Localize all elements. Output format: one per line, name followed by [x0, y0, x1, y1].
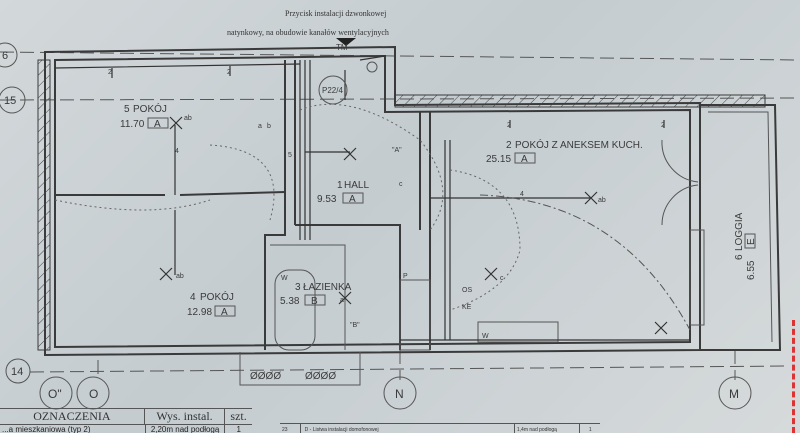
svg-text:1: 1: [337, 180, 343, 191]
wiring: [54, 55, 691, 341]
svg-text:POKÓJ: POKÓJ: [200, 290, 234, 303]
pointer-triangle-icon: [336, 38, 356, 46]
svg-text:6: 6: [734, 254, 745, 260]
svg-text:2: 2: [506, 140, 512, 151]
svg-text:LOGGIA: LOGGIA: [734, 212, 745, 251]
svg-text:OS: OS: [462, 287, 472, 294]
svg-text:4: 4: [190, 292, 196, 303]
svg-text:5.38: 5.38: [280, 296, 300, 307]
svg-text:"A": "A": [392, 147, 402, 154]
tm-label: TM: [336, 43, 348, 52]
svg-text:4: 4: [520, 191, 524, 198]
svg-text:ØØØØ: ØØØØ: [250, 371, 281, 382]
svg-text:O": O": [48, 387, 62, 401]
annotation-line1: Przycisk instalacji dzwonkowej: [285, 9, 386, 18]
red-edge-marks: [792, 320, 800, 433]
svg-text:15: 15: [4, 95, 16, 107]
legend-row-qty: 1: [236, 425, 241, 433]
legend-title: OZNACZENIA: [0, 409, 145, 424]
legend-row: ...a mieszkaniowa (typ 2) 2,20m nad podł…: [0, 425, 252, 433]
svg-text:2: 2: [507, 122, 511, 129]
svg-text:11.70: 11.70: [120, 119, 145, 130]
svg-text:ab: ab: [184, 115, 192, 122]
svg-text:W: W: [281, 275, 288, 282]
svg-text:POKÓJ: POKÓJ: [133, 102, 167, 115]
panel-circle: [318, 75, 348, 105]
svg-text:2: 2: [661, 122, 665, 129]
legend-row-desc: ...a mieszkaniowa (typ 2): [0, 425, 146, 433]
svg-text:c: c: [399, 181, 403, 188]
svg-text:2: 2: [108, 69, 112, 76]
svg-text:ab: ab: [176, 273, 184, 280]
svg-text:9.53: 9.53: [317, 194, 337, 205]
legend-table-right: 23 D - Listwa instalacji domofonowej 1,4…: [280, 423, 600, 433]
svg-text:POKÓJ Z ANEKSEM KUCH.: POKÓJ Z ANEKSEM KUCH.: [515, 138, 643, 151]
svg-text:A: A: [221, 307, 228, 318]
svg-text:E: E: [746, 238, 757, 245]
svg-text:N: N: [395, 387, 404, 401]
svg-text:W: W: [482, 333, 489, 340]
markers: "A" "B" OS KE W W P 4 4 5 ab ab ab a a b…: [108, 69, 665, 340]
svg-text:B: B: [311, 296, 318, 307]
grid-row-labels: 6 15 14: [0, 42, 31, 384]
svg-text:HALL: HALL: [344, 180, 369, 191]
svg-text:"B": "B": [350, 322, 360, 329]
svg-text:25.15: 25.15: [486, 154, 511, 165]
svg-text:5: 5: [124, 104, 130, 115]
legend-col-height: Wys. instal.: [145, 409, 226, 424]
room-6-loggia: 6 LOGGIA 6.55 E: [734, 212, 757, 280]
legend-table: OZNACZENIA Wys. instal. szt. ...a mieszk…: [0, 408, 252, 433]
svg-text:A: A: [154, 119, 161, 130]
legend-row-height: 2,20m nad podłogą: [146, 425, 226, 433]
legend-col-qty: szt.: [230, 409, 247, 423]
svg-text:A: A: [521, 154, 528, 165]
svg-text:12.98: 12.98: [187, 307, 212, 318]
svg-text:M: M: [729, 387, 739, 401]
svg-text:ŁAZIENKA: ŁAZIENKA: [303, 282, 352, 293]
svg-text:ØØØØ: ØØØØ: [305, 371, 336, 382]
panel-label: P22/4: [322, 86, 343, 95]
svg-text:ab: ab: [598, 197, 606, 204]
svg-text:b: b: [267, 123, 271, 130]
svg-text:c: c: [500, 275, 504, 282]
walls: ØØØØ ØØØØ: [37, 45, 782, 386]
svg-text:3: 3: [295, 282, 301, 293]
annotation-line2: natynkowy, na obudowie kanałów wentylacy…: [227, 28, 389, 37]
svg-text:a: a: [258, 123, 262, 130]
svg-text:6.55: 6.55: [746, 260, 757, 280]
svg-text:A: A: [349, 194, 356, 205]
room-4: 4 POKÓJ 12.98 A: [187, 290, 236, 318]
svg-text:a: a: [340, 297, 344, 304]
svg-text:2: 2: [227, 69, 231, 76]
svg-text:14: 14: [11, 366, 23, 378]
svg-text:O: O: [89, 387, 98, 401]
svg-text:4: 4: [175, 148, 179, 155]
svg-text:6: 6: [2, 50, 8, 62]
svg-text:KE: KE: [462, 304, 472, 311]
svg-text:P: P: [403, 273, 408, 280]
svg-text:5: 5: [288, 152, 292, 159]
grid-column-labels: O" O N M: [39, 376, 752, 410]
